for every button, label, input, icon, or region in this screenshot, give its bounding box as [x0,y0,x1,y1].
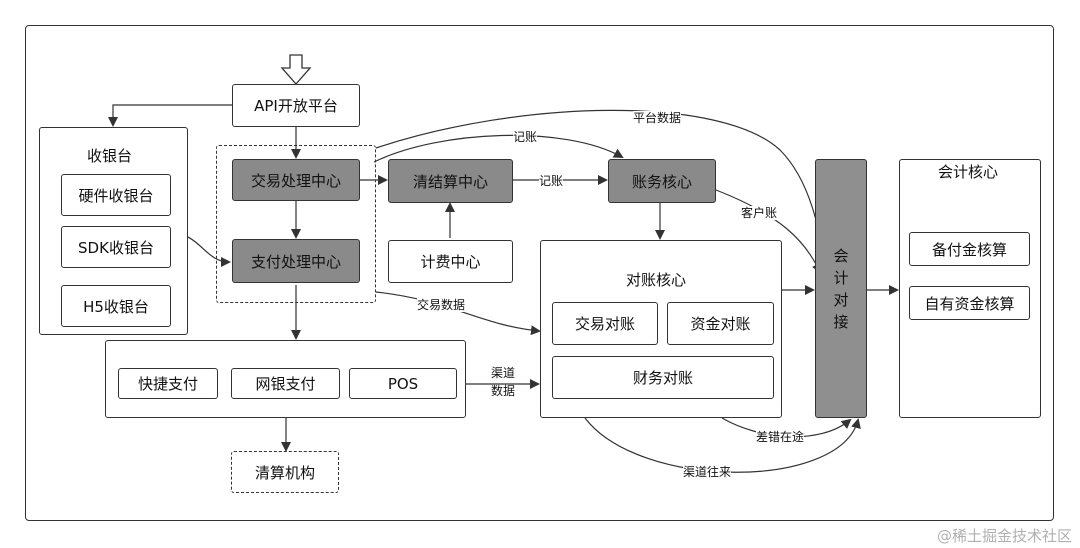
netbank-pay-node: 网银支付 [231,368,340,399]
trade-recon-node: 交易对账 [552,302,658,345]
hardware-cashier-node: 硬件收银台 [61,174,171,216]
api-platform-node: API开放平台 [232,84,360,127]
edge-label-error-in-transit: 差错在途 [756,430,805,444]
processing-group [216,145,376,303]
edge-api-to-cashier [108,104,232,127]
edge-label-platform-data: 平台数据 [633,111,682,125]
accounting-core-title: 会计核心 [938,163,999,181]
recon-core-title: 对账核心 [626,271,687,289]
clearing-center-node: 清结算中心 [388,159,513,203]
billing-center-node: 计费中心 [388,240,513,283]
edge-channel-flow [584,417,861,473]
edge-trade-data [375,291,541,336]
edge-bookkeeping-top [373,134,624,163]
accounting-recon-label: 会计对接 [833,246,849,331]
edge-label-customer-account: 客户账 [741,206,778,220]
own-fund-accounting-node: 自有资金核算 [909,286,1030,320]
trade-center-node: 交易处理中心 [232,159,360,201]
ledger-core-node: 账务核心 [608,159,716,203]
h5-cashier-node: H5收银台 [61,285,171,327]
quick-pay-node: 快捷支付 [118,368,218,399]
edge-label-channel-flow: 渠道往来 [683,465,732,479]
finance-recon-node: 财务对账 [552,356,774,399]
sdk-cashier-node: SDK收银台 [61,226,171,268]
diagram-frame [25,25,1054,521]
fund-recon-node: 资金对账 [667,302,774,345]
edge-customer-account [715,189,822,274]
edge-label-trade-data: 交易数据 [417,298,466,312]
reserve-accounting-node: 备付金核算 [909,232,1030,266]
clearing-org-node: 清算机构 [231,451,339,493]
cashier-title: 收银台 [87,147,133,165]
edge-label-bookkeeping-mid: 记账 [539,174,564,188]
edge-label-channel-data-1: 渠道 [491,366,516,380]
payment-center-node: 支付处理中心 [232,239,360,283]
pos-node: POS [349,368,457,399]
watermark: @稀土掘金技术社区 [936,527,1072,545]
entry-arrow [280,54,312,85]
edge-label-bookkeeping-top: 记账 [513,130,538,144]
edge-platform-data [375,109,830,274]
accounting-recon-node: 会计对接 [815,159,867,418]
edge-label-channel-data-2: 数据 [491,384,516,398]
